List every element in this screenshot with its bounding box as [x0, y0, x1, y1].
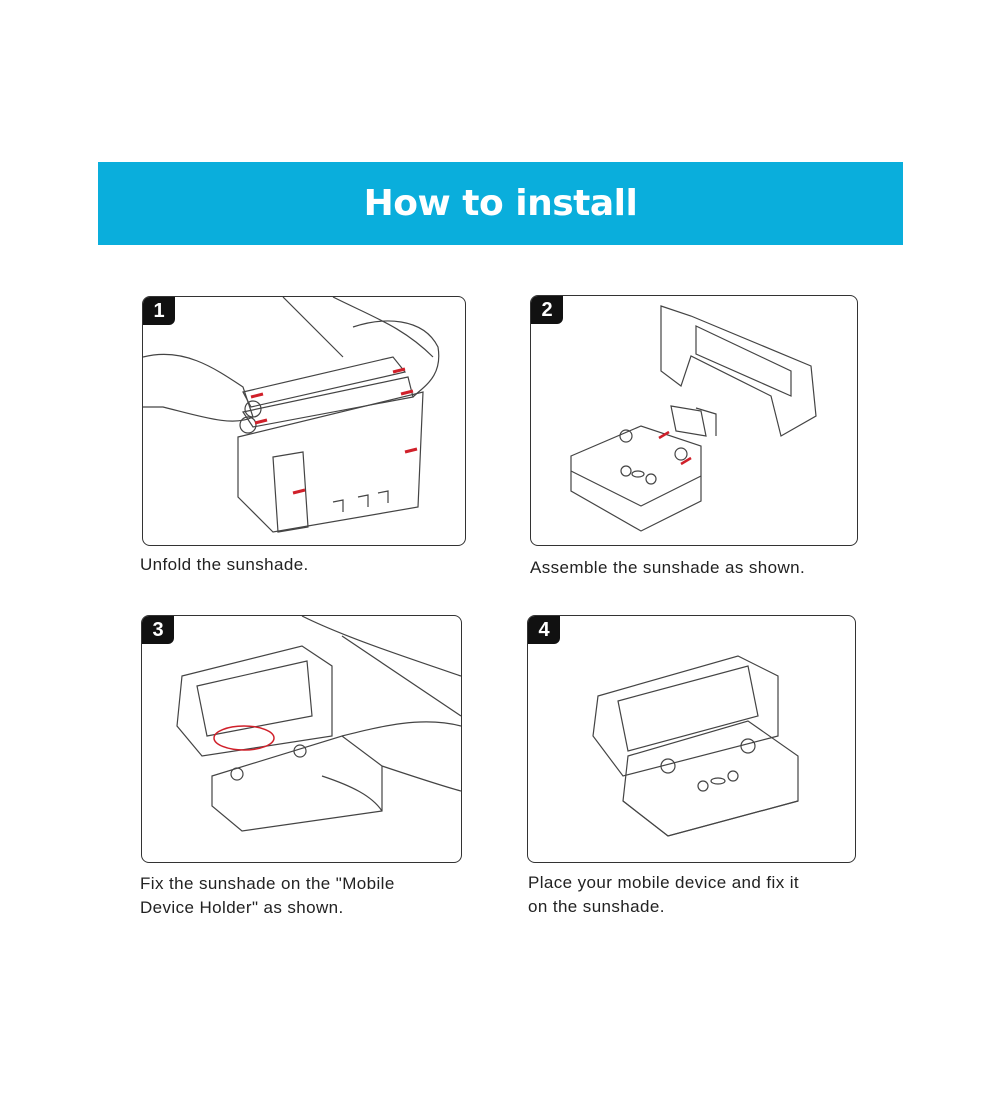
step-3-illustration: 3	[141, 615, 462, 863]
step-4-caption-line-2: on the sunshade.	[528, 897, 665, 916]
step-4-illustration: 4	[527, 615, 856, 863]
step-3-caption-line-1: Fix the sunshade on the "Mobile	[140, 874, 395, 893]
place-mobile-device-drawing	[592, 655, 799, 837]
step-3-caption-line-2: Device Holder" as shown.	[140, 898, 344, 917]
step-number-badge: 1	[143, 297, 175, 325]
step-3-caption: Fix the sunshade on the "Mobile Device H…	[140, 872, 395, 920]
unfold-sunshade-drawing	[143, 297, 440, 533]
title-banner: How to install	[98, 162, 903, 245]
fix-sunshade-on-holder-drawing	[176, 616, 461, 832]
step-4-caption-line-1: Place your mobile device and fix it	[528, 873, 800, 892]
step-number-badge: 2	[531, 296, 563, 324]
step-1-caption: Unfold the sunshade.	[140, 555, 309, 574]
step-4-caption: Place your mobile device and fix it on t…	[528, 871, 799, 919]
step-1-illustration: 1	[142, 296, 466, 546]
step-number-badge: 3	[142, 616, 174, 644]
page-title: How to install	[363, 183, 638, 224]
step-2-illustration: 2	[530, 295, 858, 546]
step-number-badge: 4	[528, 616, 560, 644]
step-2-caption: Assemble the sunshade as shown.	[530, 558, 806, 577]
assemble-sunshade-drawing	[570, 305, 817, 532]
